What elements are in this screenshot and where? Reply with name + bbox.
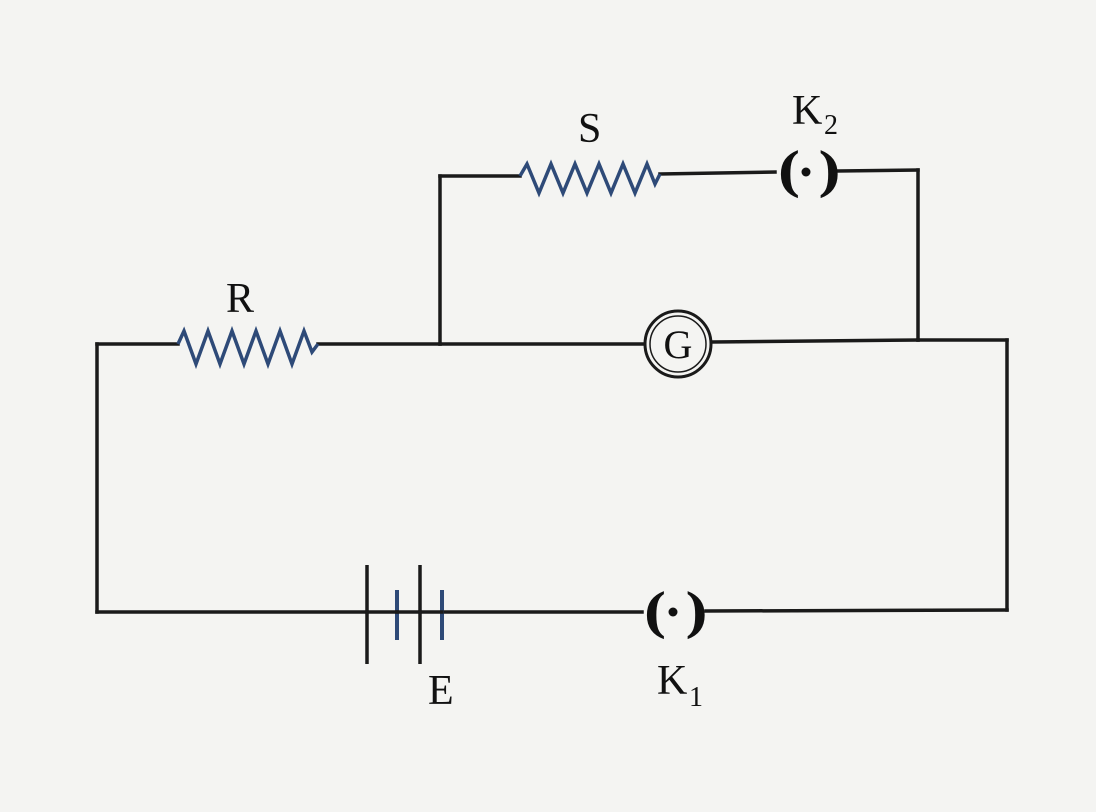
key-k1-label: K	[657, 658, 687, 704]
wire-key1-to-right	[704, 608, 1009, 613]
wire-s-to-key2	[658, 170, 777, 176]
shunt-branch-wires	[438, 168, 920, 346]
resistor-s-symbol	[518, 159, 662, 198]
key-k2-right-paren: )	[818, 142, 843, 203]
key-k1: ( )	[642, 583, 710, 644]
key-k1-dot	[668, 607, 678, 617]
resistor-s-label: S	[578, 106, 601, 152]
galvanometer-label: G	[664, 322, 693, 367]
cell-e-label: E	[428, 668, 454, 714]
galvanometer-inner-ring	[649, 315, 707, 373]
key-k1-left-paren: (	[642, 583, 667, 644]
key-k2-label: K	[792, 88, 822, 134]
resistor-r-label: R	[226, 276, 254, 322]
key-k2: ( )	[776, 142, 843, 203]
galvanometer-outer-ring	[643, 309, 713, 379]
key-k1-right-paren: )	[685, 583, 710, 644]
wire-galvanometer-to-right-junction	[711, 338, 920, 344]
key-k2-label-subscript: 2	[824, 110, 838, 141]
key-k2-dot	[801, 167, 811, 177]
key-k2-left-paren: (	[776, 142, 801, 203]
wire-key2-to-right	[836, 168, 920, 173]
main-loop-wires	[95, 338, 1009, 614]
cell-e	[365, 565, 444, 664]
galvanometer: G	[643, 309, 713, 379]
key-k1-label-subscript: 1	[689, 682, 703, 713]
resistor-r-symbol	[176, 325, 320, 370]
